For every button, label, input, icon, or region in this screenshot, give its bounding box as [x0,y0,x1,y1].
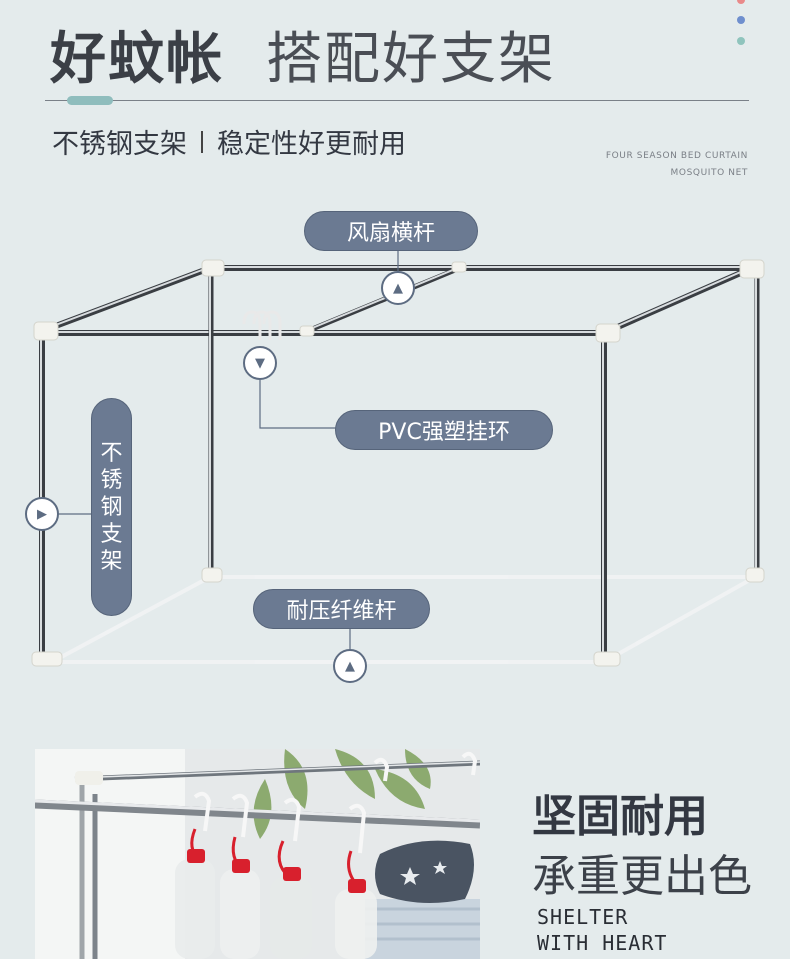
marker-pvc-ring: ▼ [243,346,277,380]
triangle-up-icon: ▲ [393,280,403,296]
decor-dot-blue [737,16,745,24]
label-pvc-ring: PVC强塑挂环 [335,410,553,450]
page-subtitle: 搭配好支架 [266,27,556,92]
decor-dot-teal [737,37,745,45]
feature-english-line2: WITH HEART [537,931,668,955]
tagline-left: 不锈钢支架 [52,129,187,160]
feature-english: SHELTER WITH HEART [537,904,667,956]
label-fiber-rod: 耐压纤维杆 [253,589,430,629]
load-bearing-photo [35,749,480,959]
feature-heading: 坚固耐用 [532,791,708,842]
page-title: 好蚊帐 [50,27,224,92]
divider [45,100,749,101]
play-right-icon: ▶ [37,506,47,522]
label-stainless-frame: 不 锈 钢 支 架 [91,398,132,616]
english-caption: FOUR SEASON BED CURTAIN MOSQUITO NET [606,148,748,182]
label-fan-rod: 风扇横杆 [304,211,478,251]
divider-accent [67,96,113,105]
photo-illustration [35,749,480,959]
feature-english-line1: SHELTER [537,905,629,929]
triangle-down-icon: ▼ [255,355,265,371]
frame-illustration [31,250,765,667]
marker-stainless: ▶ [25,497,59,531]
label-stainless-char: 不 [100,440,123,466]
label-stainless-char: 支 [100,521,123,547]
marker-fan-rod: ▲ [381,271,415,305]
marker-fiber-rod: ▲ [333,649,367,683]
label-stainless-char: 钢 [100,494,123,520]
decor-dot-red [737,0,745,4]
tagline-separator [201,130,203,153]
label-stainless-char: 锈 [100,467,123,493]
english-caption-line1: FOUR SEASON BED CURTAIN [605,151,748,161]
triangle-up-icon: ▲ [345,658,355,674]
english-caption-line2: MOSQUITO NET [670,168,748,178]
tagline-right: 稳定性好更耐用 [217,129,406,160]
feature-tagline: 不锈钢支架 稳定性好更耐用 [52,122,406,161]
feature-subheading: 承重更出色 [532,851,752,902]
label-stainless-char: 架 [100,548,123,574]
